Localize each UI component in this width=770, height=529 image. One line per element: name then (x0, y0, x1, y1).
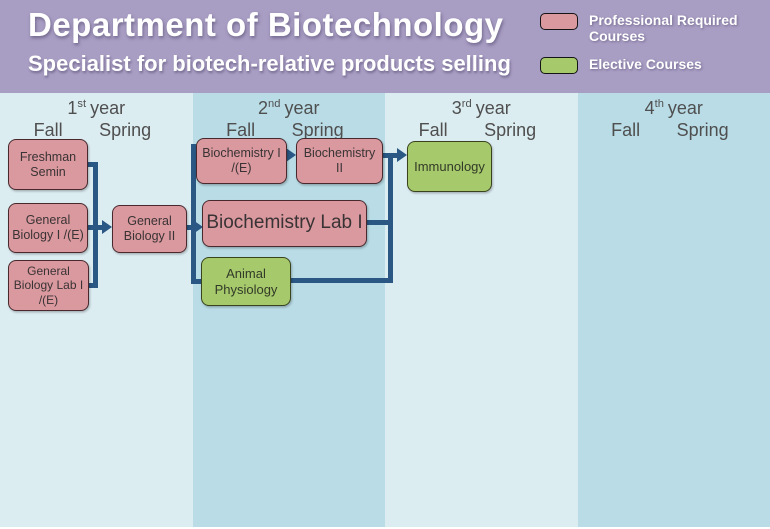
connector-biochemlab-to-merge-bar (365, 220, 391, 225)
header: Department of Biotechnology Specialist f… (0, 0, 770, 94)
page-title: Department of Biotechnology (28, 6, 504, 43)
year-2-spring-label: Spring (291, 120, 344, 140)
year-1-spring-label: Spring (99, 120, 152, 140)
year-2-fall-label: Fall (226, 120, 256, 140)
connector-freshman-to-merge-bar (84, 162, 98, 167)
connector-year2-right-merge-bar (388, 153, 393, 283)
legend-item-elective: Elective Courses (540, 56, 761, 74)
connector-genbio1-line (84, 225, 104, 230)
arrow-to-general-biology-2 (102, 220, 112, 234)
connector-biolab-to-merge-bar (84, 283, 98, 288)
course-biochemistry-lab-1: Biochemistry Lab I (202, 200, 367, 247)
course-biochemistry-2: Biochemistry II (296, 138, 383, 184)
course-immunology: Immunology (407, 141, 492, 192)
connector-genbio2-out-line (184, 225, 197, 230)
course-biochemistry-1: Biochemistry I /(E) (196, 138, 287, 184)
connector-to-animal-physiology (191, 279, 205, 284)
year-3-fall-label: Fall (418, 120, 448, 140)
connector-year2-branch-bar (191, 144, 196, 284)
connector-animalphys-to-merge-bar (289, 278, 393, 283)
page-subtitle: Specialist for biotech-relative products… (28, 51, 511, 76)
year-3-spring-label: Spring (484, 120, 537, 140)
legend-item-required: Professional Required Courses (540, 12, 761, 45)
year-4-fall-label: Fall (611, 120, 641, 140)
course-general-biology-lab-1: General Biology Lab I /(E) (8, 260, 89, 311)
required-course-swatch (540, 13, 578, 30)
arrow-to-biochemistry-lab-1 (193, 220, 203, 234)
course-freshman-semin: Freshman Semin (8, 139, 88, 190)
course-general-biology-2: General Biology II (112, 205, 187, 253)
arrow-to-immunology (397, 148, 407, 162)
elective-course-swatch (540, 57, 578, 74)
legend-label-required: Professional Required Courses (589, 12, 738, 45)
course-animal-physiology: Animal Physiology (201, 257, 291, 306)
legend-label-elective: Elective Courses (589, 56, 702, 72)
course-general-biology-1: General Biology I /(E) (8, 203, 88, 253)
arrow-to-biochemistry-2 (286, 148, 296, 162)
year-1-fall-label: Fall (33, 120, 63, 140)
year-4-spring-label: Spring (676, 120, 729, 140)
